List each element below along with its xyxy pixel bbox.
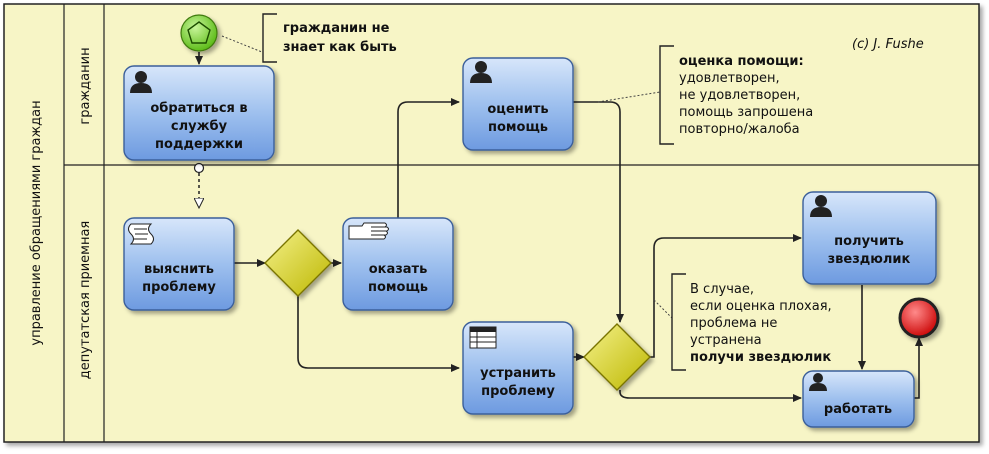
- lane-label-office: депутатская приемная: [78, 221, 93, 380]
- task-rate-help[interactable]: оценить помощь: [462, 57, 574, 151]
- script-icon: [128, 223, 154, 245]
- message-flow: [193, 162, 205, 209]
- annotation-line2: если оценка плохая,: [690, 299, 832, 314]
- lane-label-citizen: гражданин: [78, 47, 93, 124]
- flow-gateway2-to-get: [650, 234, 802, 358]
- end-event: [898, 297, 940, 339]
- flow-work-to-end: [914, 337, 923, 399]
- annotation-line3: проблема не: [690, 316, 777, 331]
- task-label-line2: службу: [171, 119, 228, 134]
- task-provide-help[interactable]: оказать помощь: [342, 217, 454, 311]
- task-get-punishment[interactable]: получить звездюлик: [802, 191, 937, 285]
- user-icon: [810, 195, 832, 217]
- task-label-line2: проблему: [481, 384, 555, 399]
- copyright: (c) J. Fushe: [852, 37, 924, 52]
- pool-label: управление обращениями граждан: [29, 100, 44, 345]
- task-label-line2: проблему: [142, 280, 216, 295]
- task-clarify-problem[interactable]: выяснить проблему: [123, 217, 235, 311]
- task-label-line1: оценить: [487, 102, 548, 117]
- user-icon: [809, 373, 827, 391]
- annotation-line1: гражданин не: [283, 21, 390, 36]
- annotation-citizen-note: гражданин не знает как быть: [262, 13, 397, 63]
- task-fix-problem[interactable]: устранить проблему: [462, 321, 574, 415]
- task-label-line2: помощь: [488, 120, 548, 135]
- task-label-line3: поддержки: [155, 137, 243, 152]
- sequence-flows: [195, 52, 923, 402]
- task-contact-support[interactable]: обратиться в службу поддержки: [123, 65, 275, 161]
- exclusive-gateway-2: [583, 323, 651, 391]
- task-label-line1: обратиться в: [150, 101, 247, 116]
- task-label-line1: получить: [834, 234, 904, 249]
- annotation-line3: помощь запрошена: [679, 105, 813, 120]
- task-label-line1: устранить: [480, 366, 556, 381]
- annotation-emphasis: получи звездюлик: [690, 350, 831, 365]
- flow-gateway2-to-work: [619, 390, 802, 402]
- user-icon: [470, 61, 492, 83]
- task-label-line2: помощь: [368, 280, 428, 295]
- annotation-line2: не удовлетворен,: [679, 88, 800, 103]
- annotation-rating-note: оценка помощи: удовлетворен, не удовлетв…: [659, 45, 813, 145]
- annotation-line4: устранена: [690, 333, 762, 348]
- annotation-line1: удовлетворен,: [679, 71, 780, 86]
- annotation-line2: знает как быть: [283, 40, 397, 55]
- annotation-case-note: В случае, если оценка плохая, проблема н…: [671, 273, 832, 371]
- hand-icon: [348, 222, 389, 240]
- task-work[interactable]: работать: [802, 370, 915, 428]
- annotation-line4: повторно/жалоба: [679, 122, 800, 137]
- annotation-line1: В случае,: [690, 282, 754, 297]
- exclusive-gateway-1: [264, 229, 332, 297]
- task-label-line1: выяснить: [144, 262, 214, 277]
- task-label-line1: работать: [824, 402, 892, 417]
- table-icon: [469, 326, 497, 349]
- annotation-title: оценка помощи:: [679, 54, 804, 69]
- pentagon-icon: [187, 21, 211, 44]
- task-label-line1: оказать: [369, 262, 428, 277]
- flow-gateway1-to-fix: [297, 296, 460, 372]
- flow-provide-to-rate: [397, 98, 460, 218]
- flow-rate-to-gateway2: [573, 101, 624, 323]
- task-label-line2: звездюлик: [828, 252, 911, 267]
- start-event: [180, 14, 218, 52]
- user-icon: [130, 71, 152, 93]
- associations: [221, 35, 673, 319]
